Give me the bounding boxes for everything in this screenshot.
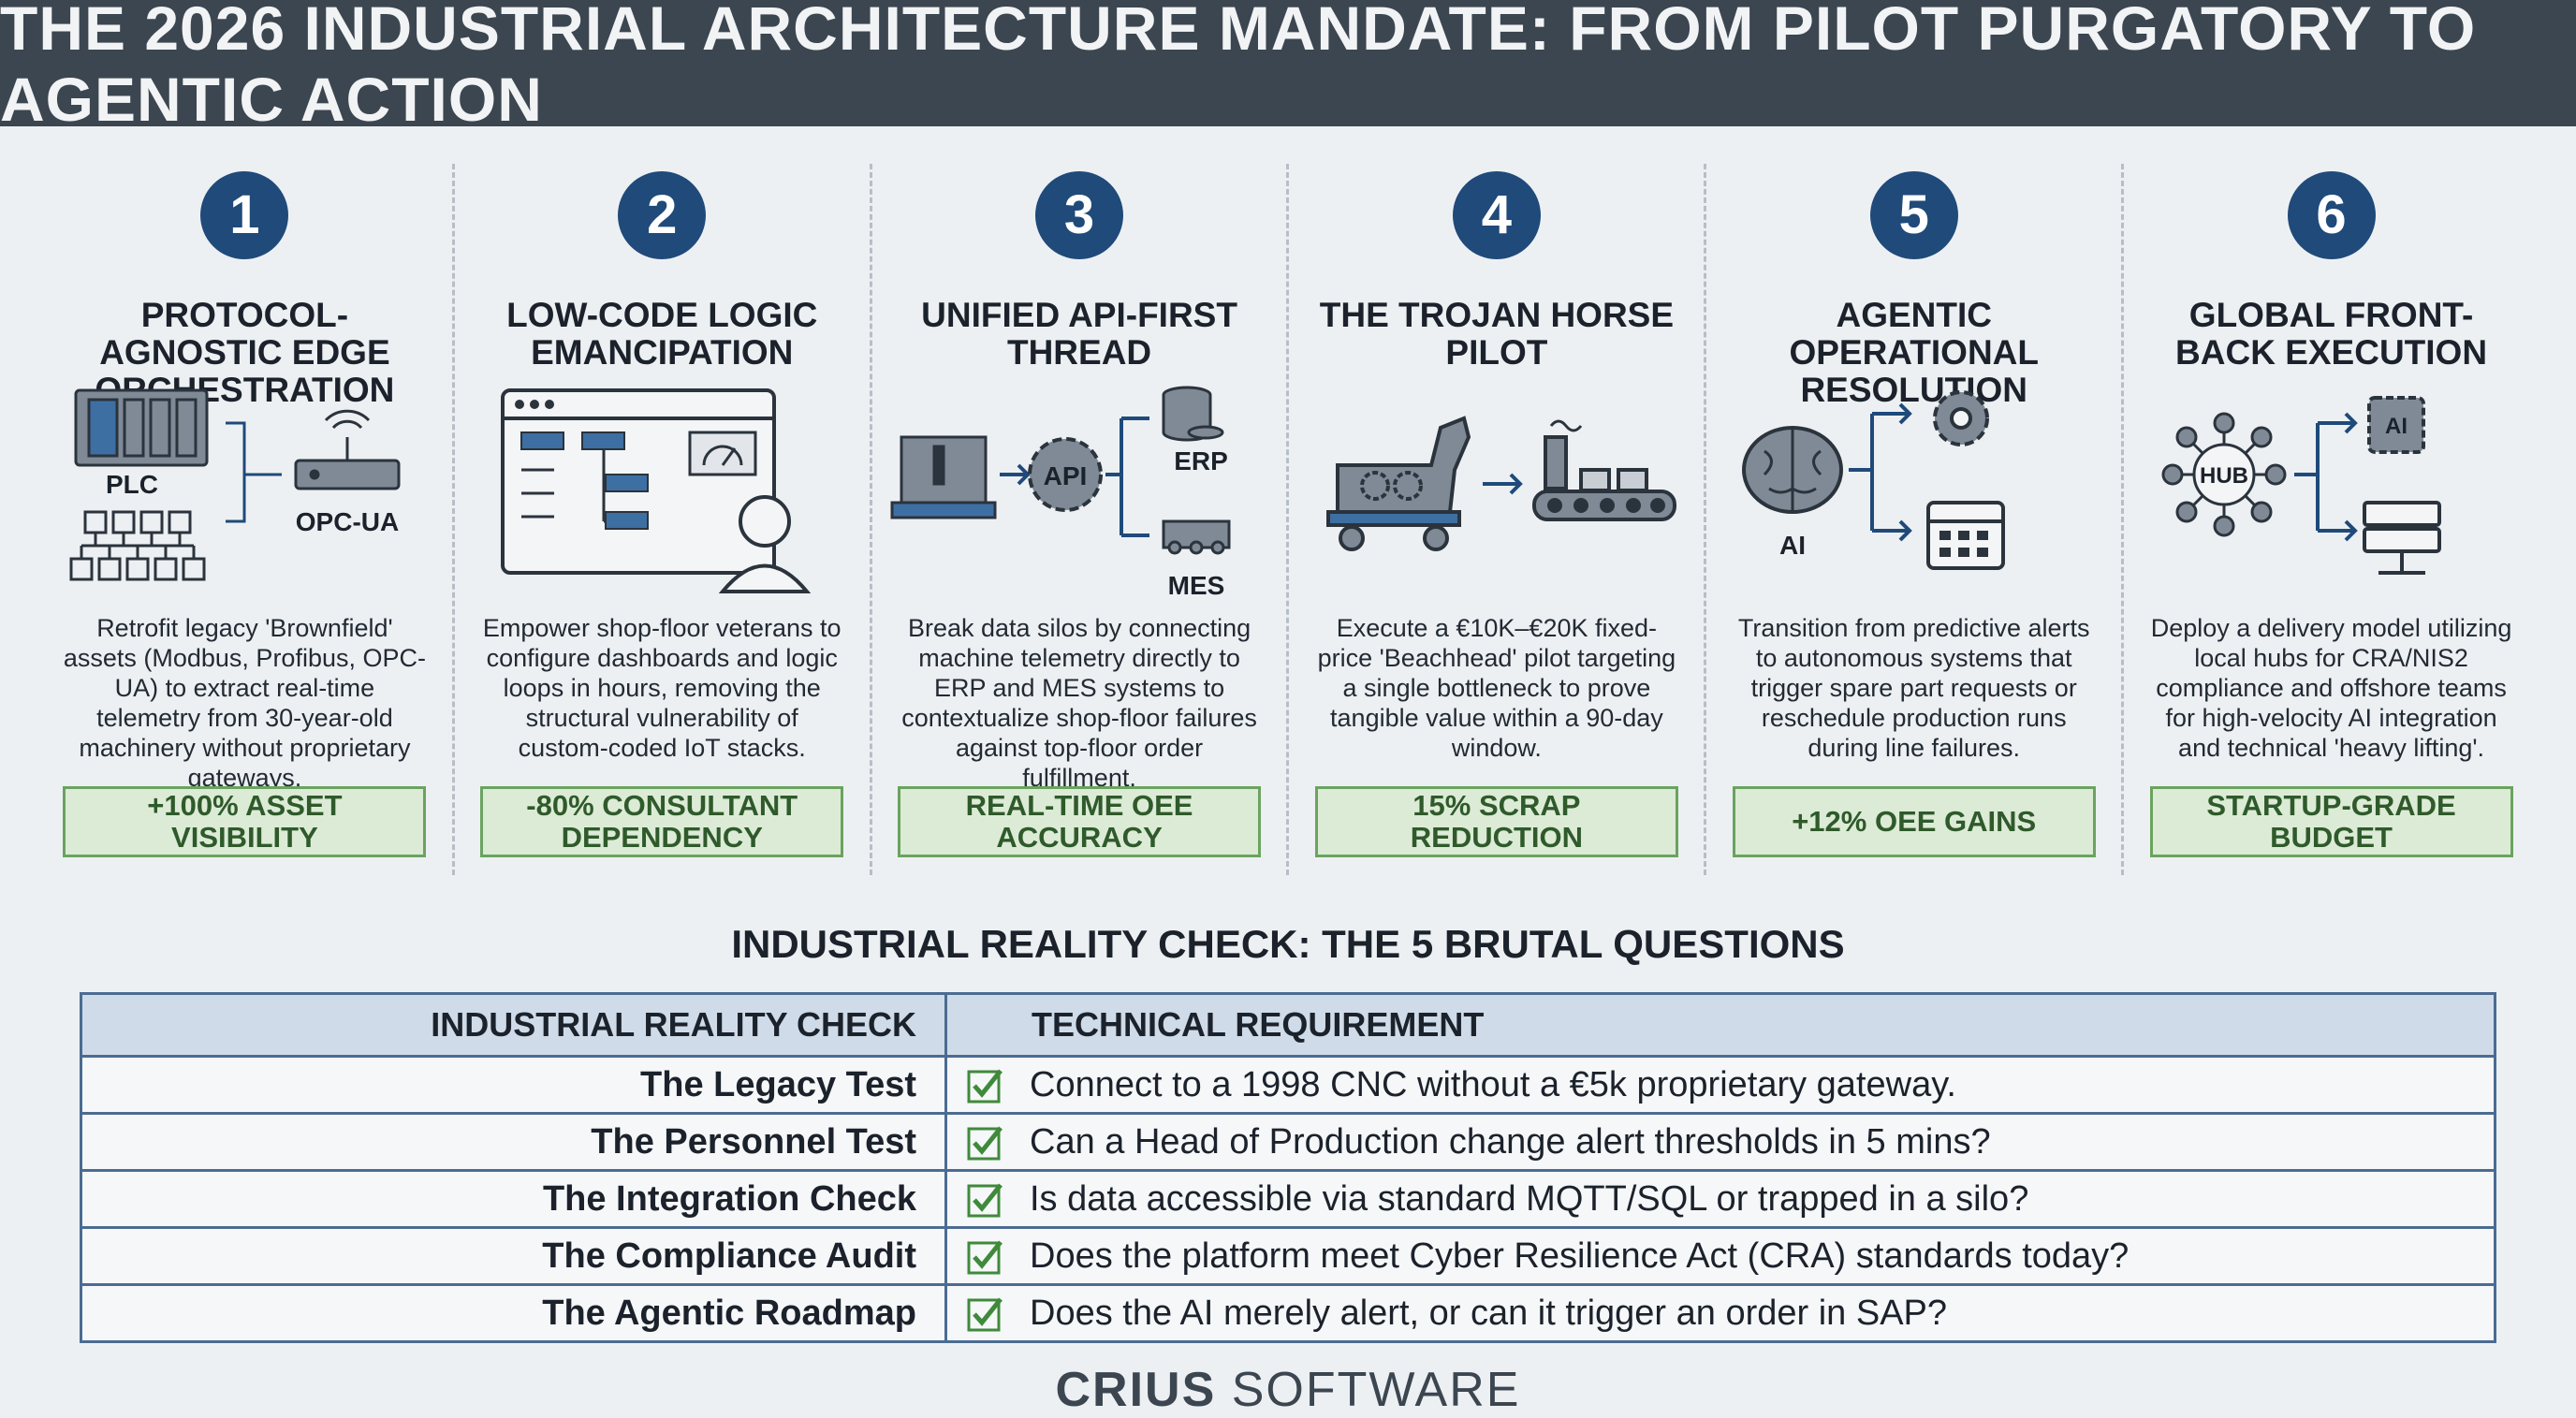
- test-name: The Integration Check: [80, 1169, 947, 1229]
- table-row: The Agentic Roadmap Does the AI merely a…: [80, 1283, 2496, 1343]
- requirement-text: Does the platform meet Cyber Resilience …: [1030, 1235, 2130, 1276]
- column-description: Transition from predictive alerts to aut…: [1737, 614, 2090, 762]
- checkbox-checked-icon: [967, 1183, 1003, 1218]
- column-description: Break data silos by connecting machine t…: [901, 614, 1257, 792]
- column-title: The Trojan Horse Pilot: [1319, 296, 1675, 372]
- reality-check-title: INDUSTRIAL REALITY CHECK: THE 5 BRUTAL Q…: [731, 922, 1845, 966]
- low-code-dashboard-icon: [501, 388, 812, 593]
- column-description: Empower shop-floor veterans to configure…: [482, 614, 842, 762]
- column-1: 1 Protocol-Agnostic Edge Orchestration P…: [37, 164, 455, 875]
- test-name: The Compliance Audit: [80, 1226, 947, 1286]
- step-number: 5: [1869, 171, 1958, 259]
- column-5: 5 Agentic Operational Resolution AI Tran…: [1706, 164, 2125, 875]
- requirement-text: Can a Head of Production change alert th…: [1030, 1121, 1991, 1162]
- ai-brain-icon: AI: [1741, 390, 2005, 570]
- mandate-columns: 1 Protocol-Agnostic Edge Orchestration P…: [37, 164, 2539, 875]
- plc-network-icon: PLC OPC-UA: [69, 388, 401, 581]
- trojan-horse-icon: [1325, 416, 1676, 551]
- checkbox-checked-icon: [967, 1240, 1003, 1275]
- step-number: 4: [1452, 171, 1541, 259]
- table-row: The Compliance Audit Does the platform m…: [80, 1226, 2496, 1286]
- metric-badge: -80% Consultant Dependency: [480, 786, 844, 857]
- column-description: Execute a €10K–€20K fixed-price 'Beachhe…: [1317, 614, 1676, 762]
- column-3: 3 Unified API-First Thread API ERP MES: [872, 164, 1290, 875]
- step-number: 2: [618, 171, 707, 259]
- ai-label: AI: [1779, 531, 1806, 560]
- reality-check-table: INDUSTRIAL REALITY CHECK TECHNICAL REQUI…: [80, 992, 2496, 1343]
- checkbox-checked-icon: [967, 1126, 1003, 1161]
- table-row: The Legacy Test Connect to a 1998 CNC wi…: [80, 1055, 2496, 1115]
- test-name: The Legacy Test: [80, 1055, 947, 1115]
- test-name: The Agentic Roadmap: [80, 1283, 947, 1343]
- step-number: 1: [200, 171, 289, 259]
- api-label: API: [1044, 461, 1088, 490]
- requirement-text: Is data accessible via standard MQTT/SQL…: [1030, 1178, 2029, 1219]
- column-title: Global Front-Back Execution: [2175, 296, 2488, 372]
- metric-badge: +12% OEE Gains: [1732, 786, 2096, 857]
- column-title: Unified API-First Thread: [921, 296, 1237, 372]
- column-header-requirement: TECHNICAL REQUIREMENT: [944, 992, 2496, 1058]
- column-4: 4 The Trojan Horse Pilot Execute: [1289, 164, 1707, 875]
- api-integration-icon: API ERP MES: [890, 386, 1231, 600]
- erp-label: ERP: [1174, 446, 1228, 475]
- mes-label: MES: [1168, 571, 1225, 600]
- table-row: The Integration Check Is data accessible…: [80, 1169, 2496, 1229]
- checkbox-checked-icon: [967, 1069, 1003, 1104]
- brand-name-bold: CRIUS: [1055, 1363, 1217, 1417]
- plc-label: PLC: [106, 470, 158, 499]
- opc-ua-label: OPC-UA: [296, 507, 399, 536]
- metric-badge: 15% Scrap Reduction: [1314, 786, 1678, 857]
- global-hub-icon: HUB AI: [2161, 396, 2441, 575]
- column-title: Low-Code Logic Emancipation: [506, 296, 818, 372]
- metric-badge: Real-Time OEE Accuracy: [898, 786, 1262, 857]
- step-number: 3: [1035, 171, 1124, 259]
- brand-name-light: SOFTWARE: [1216, 1363, 1521, 1417]
- column-2: 2 Low-Code Logic Emancipation Empower sh…: [455, 164, 872, 875]
- requirement-text: Connect to a 1998 CNC without a €5k prop…: [1030, 1064, 1956, 1104]
- brand-logo: CRIUS SOFTWARE: [0, 1362, 2576, 1418]
- column-6: 6 Global Front-Back Execution HUB AI: [2124, 164, 2539, 875]
- metric-badge: +100% Asset Visibility: [63, 786, 427, 857]
- metric-badge: Startup-Grade Budget: [2149, 786, 2513, 857]
- column-description: Retrofit legacy 'Brownfield' assets (Mod…: [63, 614, 426, 792]
- requirement-text: Does the AI merely alert, or can it trig…: [1030, 1293, 1948, 1333]
- column-title: Protocol-Agnostic Edge Orchestration: [95, 296, 395, 409]
- column-header-check: INDUSTRIAL REALITY CHECK: [80, 992, 947, 1058]
- test-name: The Personnel Test: [80, 1112, 947, 1172]
- hub-label: HUB: [2200, 463, 2248, 489]
- checkbox-checked-icon: [967, 1297, 1003, 1332]
- step-number: 6: [2287, 171, 2376, 259]
- column-title: Agentic Operational Resolution: [1789, 296, 2039, 409]
- table-row: The Personnel Test Can a Head of Product…: [80, 1112, 2496, 1172]
- ai-chip-label: AI: [2385, 414, 2408, 439]
- column-description: Deploy a delivery model utilizing local …: [2150, 614, 2512, 762]
- page-title: THE 2026 INDUSTRIAL ARCHITECTURE MANDATE…: [0, 0, 2477, 134]
- table-header-row: INDUSTRIAL REALITY CHECK TECHNICAL REQUI…: [80, 992, 2496, 1058]
- page-header: THE 2026 INDUSTRIAL ARCHITECTURE MANDATE…: [0, 0, 2576, 134]
